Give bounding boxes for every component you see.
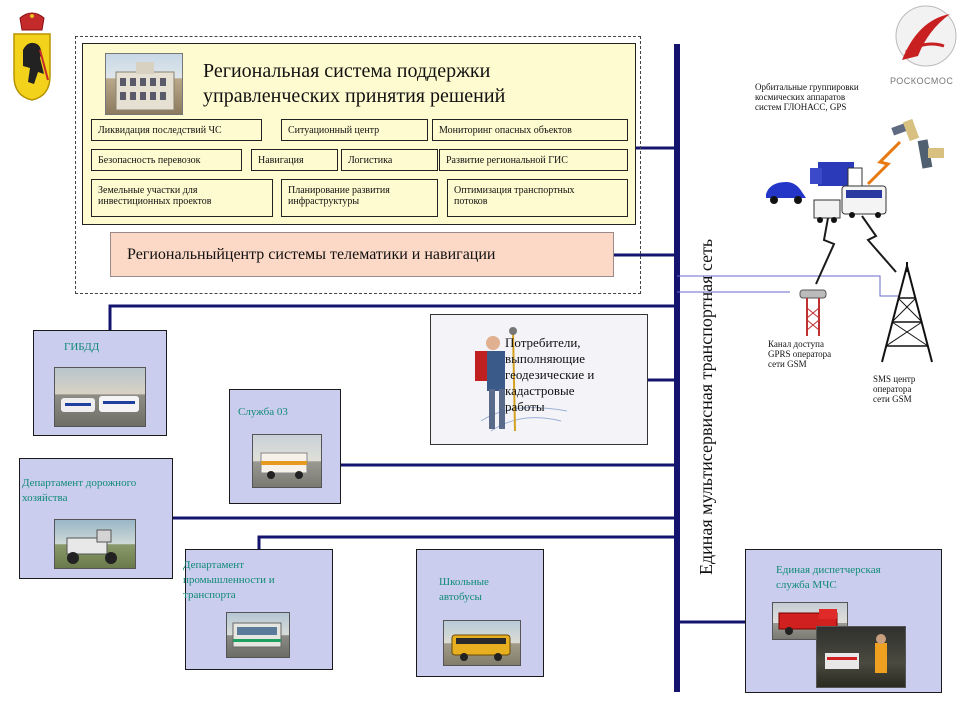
module-regional-gis: Развитие региональной ГИС [439,149,628,171]
node-road-department: Департамент дорожного хозяйства [19,458,173,579]
ambulance-photo [252,434,322,488]
fire-truck-photo [772,602,848,640]
sms-tower-icon [881,262,933,363]
radio-links-icon [815,215,897,285]
gprs-label-2: GPRS оператора [768,349,832,359]
decision-support-system: Региональная система поддержки управленч… [82,43,636,225]
rescue-scene-photo [816,626,906,688]
school-label-2: автобусы [439,591,482,603]
node-industry-department: Департамент промышленности и транспорта [183,549,333,670]
module-traffic-line2: потоков [454,196,488,207]
satellite-label: Орбитальные группировки космических аппа… [755,82,859,112]
sms-label-3: сети GSM [873,394,912,404]
city-bus-photo [226,612,290,658]
emergency-label-1: Единая диспетчерская [776,564,881,576]
gibdd-label: ГИБДД [64,341,100,353]
node-gibdd: ГИБДД [33,330,167,436]
module-transport-safety: Безопасность перевозок [91,149,242,171]
module-logistics: Логистика [341,149,438,171]
roscosmos-logo: РОСКОСМОС [888,0,960,92]
main-system-title-1: Региональная система поддержки [203,60,491,82]
industry-label-2: промышленности и [183,574,275,586]
satellite-1-icon [891,118,920,142]
node-emergency-service: Единая диспетчерская служба МЧС [745,549,942,693]
gprs-label-3: сети GSM [768,359,807,369]
module-infrastructure-planning: Планирование развития инфраструктуры [281,179,438,217]
module-hazard-monitoring: Мониторинг опасных объектов [432,119,628,141]
node-school-buses: Школьные автобусы [416,549,544,677]
satellites-and-vehicles-icon [766,118,944,223]
wire-gibdd [108,304,677,330]
sms-label: SMS центр оператора сети GSM [873,374,915,404]
geodesy-label: Потребители, выполняющие геодезические и… [505,335,594,415]
police-cars-photo [54,367,146,427]
geodesy-line4: кадастровые [505,383,575,398]
geodesy-line1: Потребители, [505,335,581,350]
module-situation-center: Ситуационный центр [281,119,428,141]
wire-industry [257,535,677,549]
industry-label-1: Департамент [183,559,245,571]
geodesy-line3: геодезические и [505,367,595,382]
gprs-label-1: Канал доступа [768,339,824,349]
module-traffic-line1: Оптимизация транспортных [454,185,575,196]
satellite-2-icon [917,139,944,169]
satellite-label-1: Орбитальные группировки [755,82,859,92]
gprs-tower-icon [799,289,827,336]
wire-gsm [677,275,900,297]
module-land-plots-line2: инвестиционных проектов [98,196,212,207]
module-land-plots: Земельные участки для инвестиционных про… [91,179,273,217]
geodesy-line2: выполняющие [505,351,586,366]
module-navigation: Навигация [251,149,338,171]
road-grader-photo [54,519,136,569]
school-label-1: Школьные [439,576,489,588]
school-bus-photo [443,620,521,666]
satellite-label-2: космических аппаратов [755,92,846,102]
module-infra-line1: Планирование развития [288,185,390,196]
geodesy-line5: работы [505,399,545,414]
gprs-label: Канал доступа GPRS оператора сети GSM [768,339,831,369]
telematics-center-label: Региональныйцентр системы телематики и н… [127,246,496,263]
coat-of-arms-icon [10,10,54,102]
road-dept-label-1: Департамент дорожного [22,477,137,489]
satellite-label-3: систем ГЛОНАСС, GPS [755,102,847,112]
government-building-photo [105,53,183,115]
industry-label-3: транспорта [183,589,236,601]
transport-network-label: Единая мультисервисная транспортная сеть [696,238,716,575]
service03-label: Служба 03 [238,406,288,418]
main-system-title-2: управленческих принятия решений [203,85,506,107]
telematics-center: Региональныйцентр системы телематики и н… [110,232,614,277]
road-dept-label-2: хозяйства [22,492,68,504]
module-land-plots-line1: Земельные участки для [98,185,198,196]
module-emergency-response: Ликвидация последствий ЧС [91,119,262,141]
module-traffic-optimization: Оптимизация транспортных потоков [447,179,628,217]
emergency-label-2: служба МЧС [776,579,837,591]
roscosmos-logo-text: РОСКОСМОС [890,76,954,86]
node-ambulance-service: Служба 03 [229,389,341,504]
node-geodesy-consumers: Потребители, выполняющие геодезические и… [430,314,648,445]
sms-label-2: оператора [873,384,912,394]
surveyor-icon [475,327,568,432]
sms-label-1: SMS центр [873,374,916,384]
regional-system-group [75,36,641,294]
module-infra-line2: инфраструктуры [288,196,360,207]
